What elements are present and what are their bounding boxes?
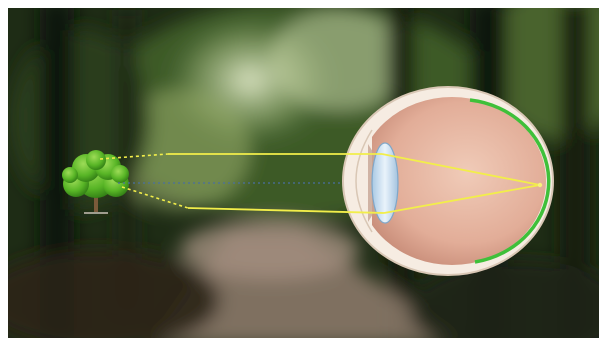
focal-point <box>538 183 542 187</box>
